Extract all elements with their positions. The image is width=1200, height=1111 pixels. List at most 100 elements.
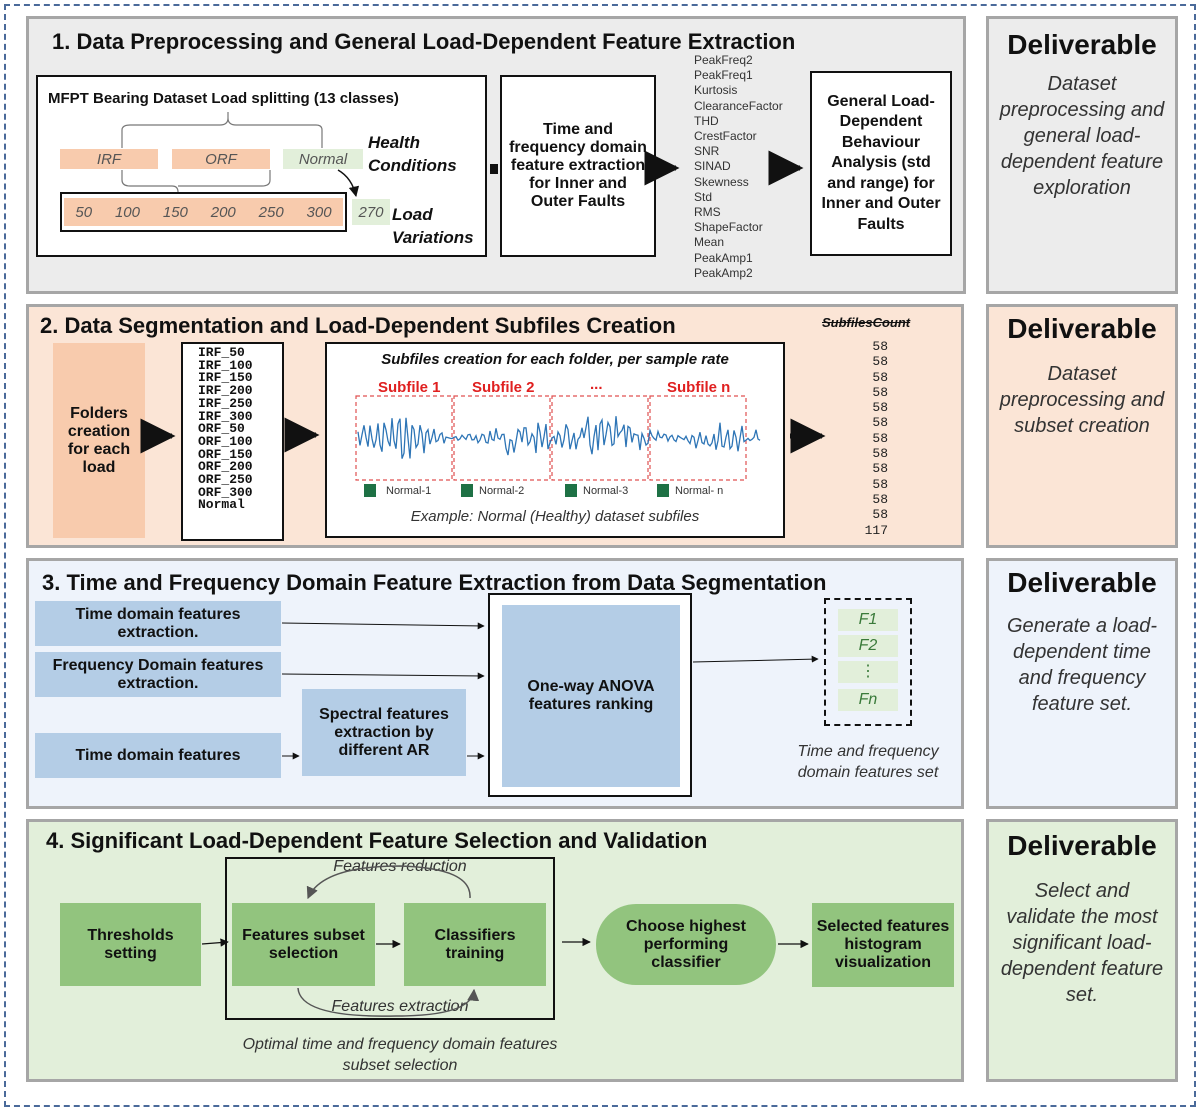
- time-domain-extraction-box: Time domain features extraction.: [35, 601, 281, 646]
- dataset-title: MFPT Bearing Dataset Load splitting (13 …: [48, 90, 399, 107]
- deliverable-panel-1: Deliverable Dataset preprocessing and ge…: [986, 16, 1178, 294]
- time-domain-features-box: Time domain features: [35, 733, 281, 778]
- load-normal-270: 270: [352, 199, 390, 225]
- subset-item: IRF_250: [198, 395, 253, 411]
- deliverable-body: Select and validate the most significant…: [1000, 880, 1164, 1006]
- count-item: 58: [872, 507, 888, 523]
- outer-frame: [4, 4, 1196, 1107]
- conditions-brace: [121, 112, 323, 148]
- feature-extraction-box: Time and frequency domain feature extrac…: [500, 75, 656, 257]
- health-label-line1: Health: [368, 133, 420, 152]
- folders-creation-box: Folders creation for each load: [53, 343, 145, 538]
- load-label-line2: Variations: [392, 228, 474, 247]
- count-item: 58: [872, 400, 888, 416]
- example-caption: Example: Normal (Healthy) dataset subfil…: [410, 508, 700, 525]
- subfile-label-n: Subfile n: [667, 379, 731, 396]
- load-100: 100: [114, 203, 140, 221]
- feature-item: CrestFactor: [694, 129, 757, 144]
- count-item: 58: [872, 415, 888, 431]
- deliverable-body: Generate a load-dependent time and frequ…: [1006, 615, 1158, 715]
- excel-file-icon: [461, 484, 473, 497]
- arrow-thresholds-to-subset: [201, 938, 229, 947]
- histogram-visualization-box: Selected features histogram visualizatio…: [812, 903, 954, 987]
- condition-normal: Normal: [283, 149, 363, 169]
- deliverable-panel-4: Deliverable Select and validate the most…: [986, 819, 1178, 1082]
- count-item: 58: [872, 384, 888, 400]
- feature-set-item-dots: ⋮: [838, 661, 898, 683]
- subset-item: ORF_100: [198, 433, 253, 449]
- classifiers-training-box: Classifiers training: [404, 903, 546, 986]
- deliverable-body: Dataset preprocessing and subset creatio…: [999, 363, 1165, 437]
- load-200: 200: [210, 203, 236, 221]
- file-name-1: Normal-1: [386, 485, 432, 497]
- deliverable-title: Deliverable: [1007, 830, 1157, 861]
- feature-item: PeakAmp1: [694, 250, 753, 265]
- load-behaviour-analysis-box: General Load-Dependent Behaviour Analysi…: [810, 71, 952, 256]
- feature-set-box: [824, 598, 912, 726]
- feature-set-item-f2: F2: [838, 635, 898, 657]
- subfile-frame-1: [355, 395, 453, 481]
- loads-strip: 50 100 150 200 250 300: [64, 198, 343, 226]
- subfiles-count-list: 58 58 58 58 58 58 58 58 58 58 58 58 117: [840, 339, 888, 538]
- section4-title: 4. Significant Load-Dependent Feature Se…: [46, 828, 708, 853]
- section3-title: 3. Time and Frequency Domain Feature Ext…: [42, 570, 827, 595]
- feature-item: Kurtosis: [694, 83, 738, 98]
- feature-item: ClearanceFactor: [694, 98, 783, 113]
- subset-item: IRF_150: [198, 370, 253, 386]
- feature-item: RMS: [694, 205, 721, 220]
- arrow-time-to-anova: [281, 622, 485, 630]
- subset-item: IRF_200: [198, 383, 253, 399]
- feature-item: Mean: [694, 235, 725, 250]
- load-300: 300: [306, 203, 332, 221]
- deliverable-panel-3: Deliverable Generate a load-dependent ti…: [986, 558, 1178, 809]
- excel-file-icon: [565, 484, 577, 497]
- subfile-label-dots: ...: [590, 376, 603, 393]
- vibration-signal: [355, 395, 761, 481]
- count-item: 58: [872, 476, 888, 492]
- subset-item: IRF_50: [198, 345, 245, 360]
- subset-item: IRF_100: [198, 357, 253, 373]
- deliverable-panel-2: Deliverable Dataset preprocessing and su…: [986, 304, 1178, 548]
- subset-item: IRF_300: [198, 408, 253, 424]
- excel-file-icon: [657, 484, 669, 497]
- file-icons-row: Normal-1 Normal-2 Normal-3 Normal- n: [364, 483, 784, 501]
- load-label-line1: Load: [392, 205, 433, 224]
- file-name-n: Normal- n: [675, 485, 724, 497]
- load-150: 150: [162, 203, 188, 221]
- health-conditions-label: Health Conditions: [368, 131, 457, 177]
- deliverable-title: Deliverable: [1007, 29, 1157, 60]
- health-label-line2: Conditions: [368, 156, 457, 175]
- load-250: 250: [258, 203, 284, 221]
- feature-item: PeakFreq1: [694, 68, 753, 83]
- subset-item: ORF_50: [198, 421, 245, 437]
- count-item: 58: [872, 430, 888, 446]
- condition-irf: IRF: [60, 149, 158, 169]
- frequency-domain-extraction-box: Frequency Domain features extraction.: [35, 652, 281, 697]
- spectral-features-box: Spectral features extraction by differen…: [302, 689, 466, 776]
- features-subset-selection-box: Features subset selection: [232, 903, 375, 986]
- feature-list: PeakFreq2 PeakFreq1 Kurtosis ClearanceFa…: [694, 53, 783, 281]
- arrow-freq-to-anova: [281, 672, 485, 680]
- count-item: 58: [872, 461, 888, 477]
- section1-title: 1. Data Preprocessing and General Load-D…: [52, 29, 796, 54]
- feature-item: Skewness: [694, 174, 749, 189]
- subfile-frame-4: [649, 395, 747, 481]
- feature-set-caption: Time and frequency domain features set: [797, 743, 939, 781]
- arrow-anova-to-featureset: [692, 655, 819, 663]
- load-variations-label: Load Variations: [392, 203, 474, 249]
- count-item: 58: [872, 369, 888, 385]
- subfiles-count-header: SubfilesCount: [822, 315, 911, 330]
- subset-list: IRF_50 IRF_100 IRF_150 IRF_200 IRF_250 I…: [198, 345, 253, 512]
- count-item: 58: [872, 354, 888, 370]
- count-item: 117: [864, 522, 888, 538]
- features-reduction-curve: [306, 865, 471, 900]
- count-item: 58: [872, 491, 888, 507]
- subset-item: ORF_300: [198, 484, 253, 500]
- feature-item: THD: [694, 113, 719, 128]
- connector-square: [490, 164, 498, 174]
- excel-file-icon: [364, 484, 376, 497]
- normal-to-270-arrow: [337, 169, 360, 198]
- feature-item: Std: [694, 189, 713, 204]
- feature-item: ShapeFactor: [694, 220, 763, 235]
- features-extraction-label: Features extraction: [331, 998, 469, 1015]
